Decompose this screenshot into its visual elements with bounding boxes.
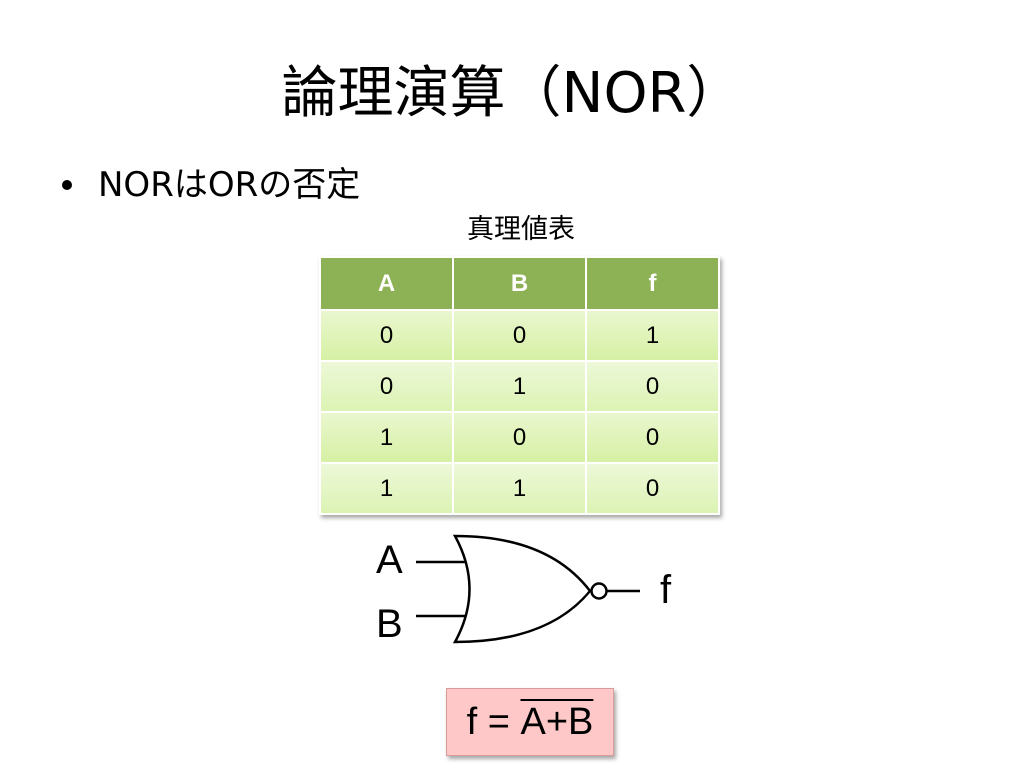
bullet-item: NORはORの否定 [62,160,360,210]
or-gate-body-icon [452,534,592,644]
table-cell: 1 [452,360,587,413]
table-row: 0 0 1 [319,309,720,362]
formula-box: f = A+B [446,688,614,756]
header-cell-a: A [319,256,454,311]
table-cell: 0 [585,462,720,515]
table-cell: 0 [452,411,587,464]
table-cell: 0 [452,309,587,362]
gate-input-b-label: B [376,602,403,646]
table-cell: 0 [319,360,454,413]
slide-title: 論理演算（NOR） [281,61,743,126]
truth-table-header-row: A B f [319,256,720,311]
gate-output-label: f [660,568,672,612]
table-row: 1 1 0 [319,462,720,515]
table-cell: 1 [585,309,720,362]
table-cell: 0 [585,360,720,413]
gate-input-a-label: A [376,538,403,582]
table-cell: 0 [585,411,720,464]
bullet-text: NORはORの否定 [98,165,361,205]
nor-bubble-icon [590,582,608,600]
formula-lhs: f = [466,700,521,743]
header-cell-b: B [452,256,587,311]
formula-rhs-negated: A+B [520,700,594,743]
table-row: 0 1 0 [319,360,720,413]
truth-table-caption: 真理値表 [467,214,575,245]
table-cell: 1 [319,411,454,464]
table-cell: 1 [452,462,587,515]
table-row: 1 0 0 [319,411,720,464]
bullet-dot-icon [62,180,72,190]
table-cell: 1 [319,462,454,515]
header-cell-f: f [585,256,720,311]
truth-table: A B f 0 0 1 0 1 0 1 0 0 1 1 [319,256,720,515]
table-cell: 0 [319,309,454,362]
